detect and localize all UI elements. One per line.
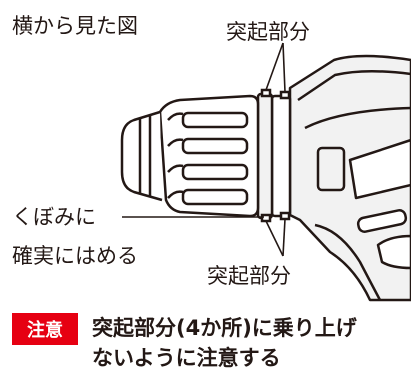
leader-lines xyxy=(122,42,286,257)
protrusion-label-bottom: 突起部分 xyxy=(207,264,291,288)
protrusion-bottom-right xyxy=(279,211,291,221)
recess-label-line2: 確実にはめる xyxy=(12,244,138,268)
chuck-sleeve xyxy=(120,94,260,218)
collar xyxy=(256,88,292,223)
protrusion-bottom-left xyxy=(260,213,272,223)
recess-label-line1: くぼみに xyxy=(12,205,96,229)
caution-text-line1: 突起部分(4か所)に乗り上げ xyxy=(92,316,357,340)
protrusion-label-top: 突起部分 xyxy=(226,20,310,44)
protrusion-top-right xyxy=(279,90,291,100)
protrusion-top-left xyxy=(260,88,272,98)
drill-body xyxy=(288,54,411,302)
caution-text-line2: ないように注意する xyxy=(92,346,281,370)
caution-badge: 注意 xyxy=(12,313,78,345)
view-title: 横から見た図 xyxy=(12,14,138,38)
